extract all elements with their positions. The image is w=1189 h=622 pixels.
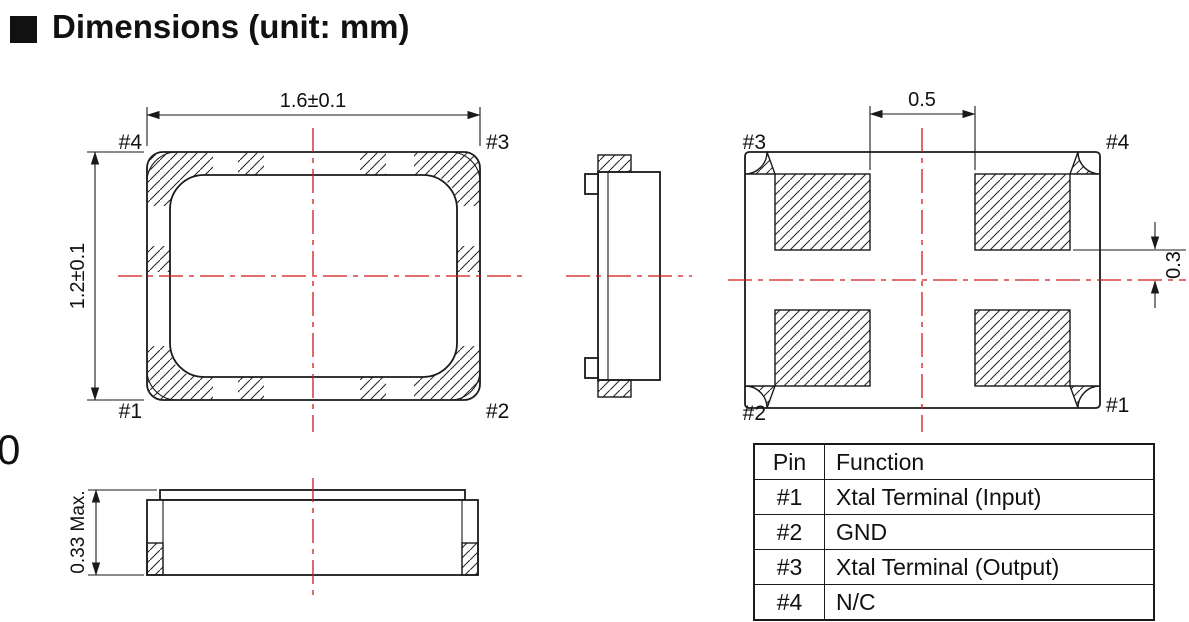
bottom-view-dim-pad-offset: 0.3 bbox=[1073, 222, 1186, 308]
pin-table-header-row: Pin Function bbox=[755, 445, 1153, 479]
castellation-bottom-left bbox=[744, 385, 776, 409]
castellation-arc-bottom-right bbox=[449, 369, 481, 401]
bottom-view-corner-castellations bbox=[744, 151, 1101, 409]
top-view-seal-hatch bbox=[147, 152, 480, 400]
pin-function: Xtal Terminal (Output) bbox=[836, 554, 1060, 580]
castellation-arc-top-right bbox=[449, 151, 481, 183]
castellation-top-right bbox=[1069, 151, 1101, 175]
section-title-text: Dimensions (unit: mm) bbox=[52, 8, 410, 45]
pin-label-bottom-right: #1 bbox=[1106, 394, 1129, 417]
pin-label-top-right: #4 bbox=[1106, 131, 1130, 154]
dim-label-height: 1.2±0.1 bbox=[67, 243, 89, 310]
pin-function: Xtal Terminal (Input) bbox=[836, 484, 1042, 510]
pin-table-row-2: #2 GND bbox=[755, 514, 1153, 549]
side-view-terminal-top bbox=[584, 173, 599, 195]
castellation-top-left bbox=[744, 151, 776, 175]
pin-number: #4 bbox=[755, 585, 825, 619]
castellation-arc-top-left bbox=[146, 151, 178, 183]
bottom-view: 0.5 0.3 #3 #4 #2 #1 bbox=[728, 89, 1186, 432]
top-view-dim-width: 1.6±0.1 bbox=[146, 90, 481, 146]
side-view-dim-height: 0.33 Max. bbox=[68, 489, 157, 576]
pad-top-left bbox=[774, 173, 871, 251]
pin-table-row-3: #3 Xtal Terminal (Output) bbox=[755, 549, 1153, 584]
pin-table-row-4: #4 N/C bbox=[755, 584, 1153, 619]
pin-function-table: Pin Function #1 Xtal Terminal (Input) #2… bbox=[753, 443, 1155, 621]
side-view-right bbox=[566, 154, 692, 398]
dim-label-width: 1.6±0.1 bbox=[280, 90, 347, 112]
pad-bottom-left bbox=[774, 309, 871, 387]
dim-label-pad-offset: 0.3 bbox=[1163, 251, 1185, 279]
pin-number: #3 bbox=[755, 550, 825, 584]
side-view-bottom: 0.33 Max. bbox=[68, 478, 479, 597]
bottom-view-dim-pad-gap: 0.5 bbox=[869, 89, 976, 170]
side-view-terminal-bottom bbox=[584, 357, 599, 379]
pin-label-top-left: #3 bbox=[743, 131, 766, 154]
pin-label-bottom-left: #2 bbox=[743, 402, 766, 425]
pin-number: #2 bbox=[755, 515, 825, 549]
pin-label-bottom-right: #2 bbox=[486, 400, 509, 423]
pin-table-row-1: #1 Xtal Terminal (Input) bbox=[755, 479, 1153, 514]
pin-label-top-left: #4 bbox=[119, 131, 143, 154]
side-view-bottom-block bbox=[597, 379, 632, 398]
side-view-terminal-right bbox=[461, 542, 479, 576]
castellation-arc-bottom-left bbox=[146, 369, 178, 401]
top-view-dim-height: 1.2±0.1 bbox=[67, 151, 144, 401]
pin-table-header-pin: Pin bbox=[755, 445, 825, 479]
pin-function: N/C bbox=[836, 589, 876, 615]
dim-label-max-height: 0.33 Max. bbox=[68, 490, 89, 573]
pin-label-top-right: #3 bbox=[486, 131, 509, 154]
pin-function: GND bbox=[836, 519, 888, 545]
pad-bottom-right bbox=[974, 309, 1071, 387]
side-view-top-block bbox=[597, 154, 632, 173]
section-bullet-icon bbox=[10, 15, 37, 43]
pin-number: #1 bbox=[755, 480, 825, 514]
pad-top-right bbox=[974, 173, 1071, 251]
castellation-bottom-right bbox=[1069, 385, 1101, 409]
dim-label-pad-gap: 0.5 bbox=[908, 89, 936, 111]
side-view-terminal-left bbox=[146, 542, 164, 576]
section-title: Dimensions (unit: mm) bbox=[10, 8, 410, 46]
stray-character: 0 bbox=[0, 426, 21, 473]
top-view: 1.6±0.1 1.2±0.1 #4 #3 #1 #2 bbox=[67, 90, 522, 432]
pin-label-bottom-left: #1 bbox=[119, 400, 142, 423]
pin-table-header-function: Function bbox=[836, 449, 925, 475]
top-view-corner-castellations bbox=[146, 151, 481, 401]
